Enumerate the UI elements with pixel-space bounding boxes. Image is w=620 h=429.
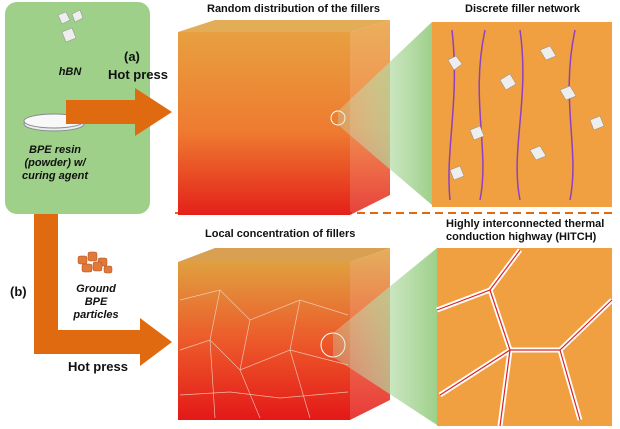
route-a-label: (a)	[124, 49, 140, 64]
discrete-network-panel	[432, 22, 612, 207]
cube-a-title: Random distribution of the fillers	[207, 3, 380, 15]
hbn-flakes-icon	[57, 9, 84, 43]
ground-bpe-label: Ground BPE particles	[73, 283, 119, 321]
route-b-label: (b)	[10, 284, 27, 299]
network-a-title: Discrete filler network	[465, 3, 580, 15]
cube-b-title: Local concentration of fillers	[205, 228, 356, 240]
hitch-panel	[436, 248, 614, 427]
hbn-label: hBN	[58, 66, 82, 78]
zoom-cone-a	[338, 22, 432, 205]
hot-press-arrow-b	[34, 214, 172, 366]
hot-press-b-label: Hot press	[68, 359, 128, 374]
network-b-title: Highly interconnected thermal conduction…	[446, 218, 605, 243]
zoom-cone-b	[333, 248, 437, 425]
cube-local	[178, 248, 390, 420]
ground-particles-icon	[77, 251, 113, 274]
hot-press-arrow-a	[66, 88, 172, 136]
resin-label: BPE resin (powder) w/ curing agent	[21, 144, 88, 182]
hot-press-a-label: Hot press	[108, 67, 168, 82]
